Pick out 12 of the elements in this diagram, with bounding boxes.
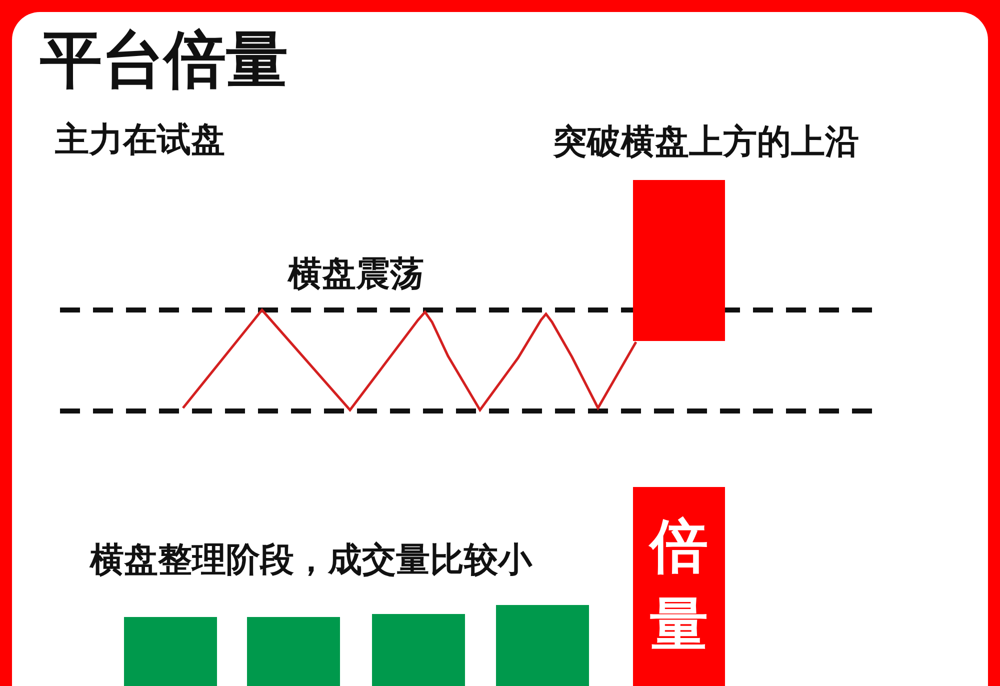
label-text: 横盘震荡 [288,256,424,294]
label-text: 突破横盘上方的上沿 [553,124,859,162]
volume-bar [372,614,465,686]
candlestick-bar [633,180,725,341]
label-text: 横盘整理阶段，成交量比较小 [90,542,532,580]
volume-bar [247,617,340,686]
label-text: 主力在试盘 [55,122,225,160]
volume-bar [496,605,589,686]
volume-bar [124,617,217,686]
volume-bar [633,487,725,686]
title: 平台倍量 [40,26,288,94]
volume-label: 倍量 [649,511,709,660]
